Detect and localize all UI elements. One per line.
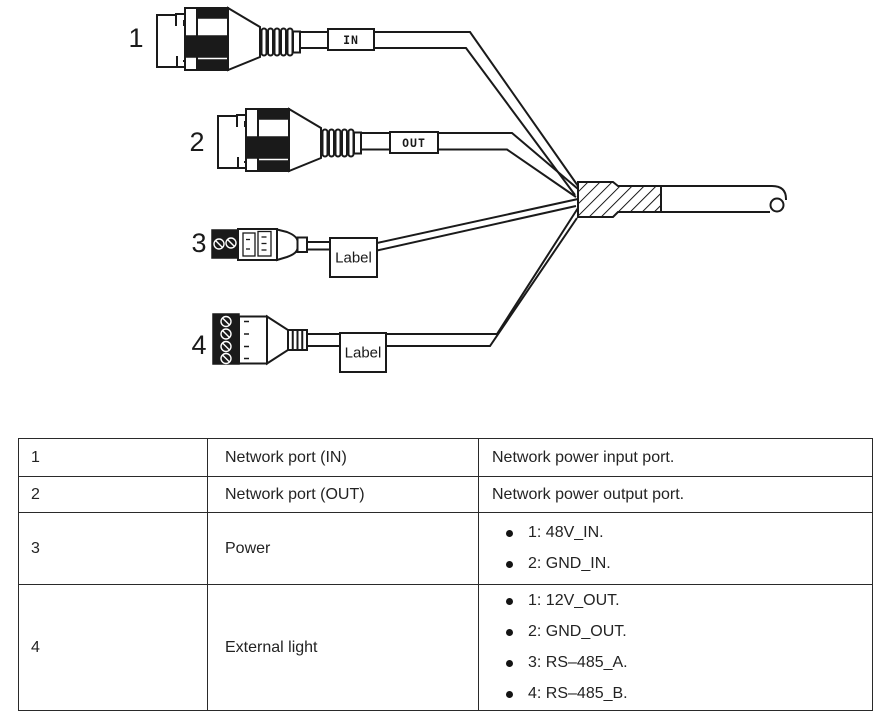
row-2-description: Network power output port. xyxy=(478,476,873,513)
port-spec-table: 1 Network port (IN) Network power input … xyxy=(18,438,873,711)
terminal-connector-3 xyxy=(211,228,308,262)
out-tag-label: OUT xyxy=(402,136,426,150)
row-3-description: 1: 48V_IN. 2: GND_IN. xyxy=(478,512,873,585)
label-tag-box-4 xyxy=(339,332,387,373)
label-tag-text-4: Label xyxy=(345,345,382,362)
bullet-text: 3: RS–485_A. xyxy=(528,654,628,671)
row-3-number: 3 xyxy=(18,512,208,585)
wire-3 xyxy=(307,198,579,252)
bullet-icon xyxy=(506,628,513,636)
row-1-description: Network power input port. xyxy=(478,438,873,477)
in-tag-label: IN xyxy=(343,33,359,47)
bullet-item: 3: RS–485_A. xyxy=(479,648,872,679)
bullet-icon xyxy=(506,597,513,605)
bullet-text: 4: RS–485_B. xyxy=(528,685,628,702)
table-row-3: 3 Power 1: 48V_IN. 2: GND_IN. xyxy=(18,512,873,585)
wire-4 xyxy=(307,207,579,347)
bullet-item: 1: 12V_OUT. xyxy=(479,586,872,617)
row-4-name: External light xyxy=(207,584,479,711)
bullet-text: 1: 12V_OUT. xyxy=(528,592,620,609)
bullet-icon xyxy=(506,690,513,698)
rj45-connector-2 xyxy=(217,108,362,172)
cable-diagram: IN 1 OUT 2 xyxy=(128,7,787,373)
connector-4-number: 4 xyxy=(191,330,206,360)
row-4-description: 1: 12V_OUT. 2: GND_OUT. 3: RS–485_A. 4: … xyxy=(478,584,873,711)
junction-sleeve xyxy=(577,181,662,218)
label-tag-box-3 xyxy=(329,237,378,278)
connector-1-number: 1 xyxy=(128,23,143,53)
bullet-text: 2: GND_IN. xyxy=(528,555,611,572)
row-1-name: Network port (IN) xyxy=(207,438,479,477)
bullet-item: 2: GND_IN. xyxy=(479,549,872,580)
bullet-item: 2: GND_OUT. xyxy=(479,617,872,648)
terminal-connector-4 xyxy=(212,313,308,366)
bullet-icon xyxy=(506,529,513,537)
connector-3-number: 3 xyxy=(191,228,206,258)
row-2-number: 2 xyxy=(18,476,208,513)
connector-2-number: 2 xyxy=(189,127,204,157)
rj45-connector-1 xyxy=(156,7,301,71)
row-1-number: 1 xyxy=(18,438,208,477)
table-row-2: 2 Network port (OUT) Network power outpu… xyxy=(18,476,873,513)
table-row-4: 4 External light 1: 12V_OUT. 2: GND_OUT.… xyxy=(18,584,873,711)
cable-diagram-svg: IN 1 OUT 2 xyxy=(128,7,787,373)
bullet-icon xyxy=(506,659,513,667)
out-tag-box xyxy=(389,131,439,154)
table-row-1: 1 Network port (IN) Network power input … xyxy=(18,438,873,477)
row-3-name: Power xyxy=(207,512,479,585)
bullet-item: 4: RS–485_B. xyxy=(479,679,872,710)
in-tag-box xyxy=(327,28,375,51)
bullet-text: 2: GND_OUT. xyxy=(528,623,627,640)
row-2-name: Network port (OUT) xyxy=(207,476,479,513)
bullet-item: 1: 48V_IN. xyxy=(479,518,872,549)
row-4-number: 4 xyxy=(18,584,208,711)
cable-tail xyxy=(661,185,787,213)
bullet-text: 1: 48V_IN. xyxy=(528,524,604,541)
bullet-icon xyxy=(506,560,513,568)
label-tag-text-3: Label xyxy=(335,250,372,267)
